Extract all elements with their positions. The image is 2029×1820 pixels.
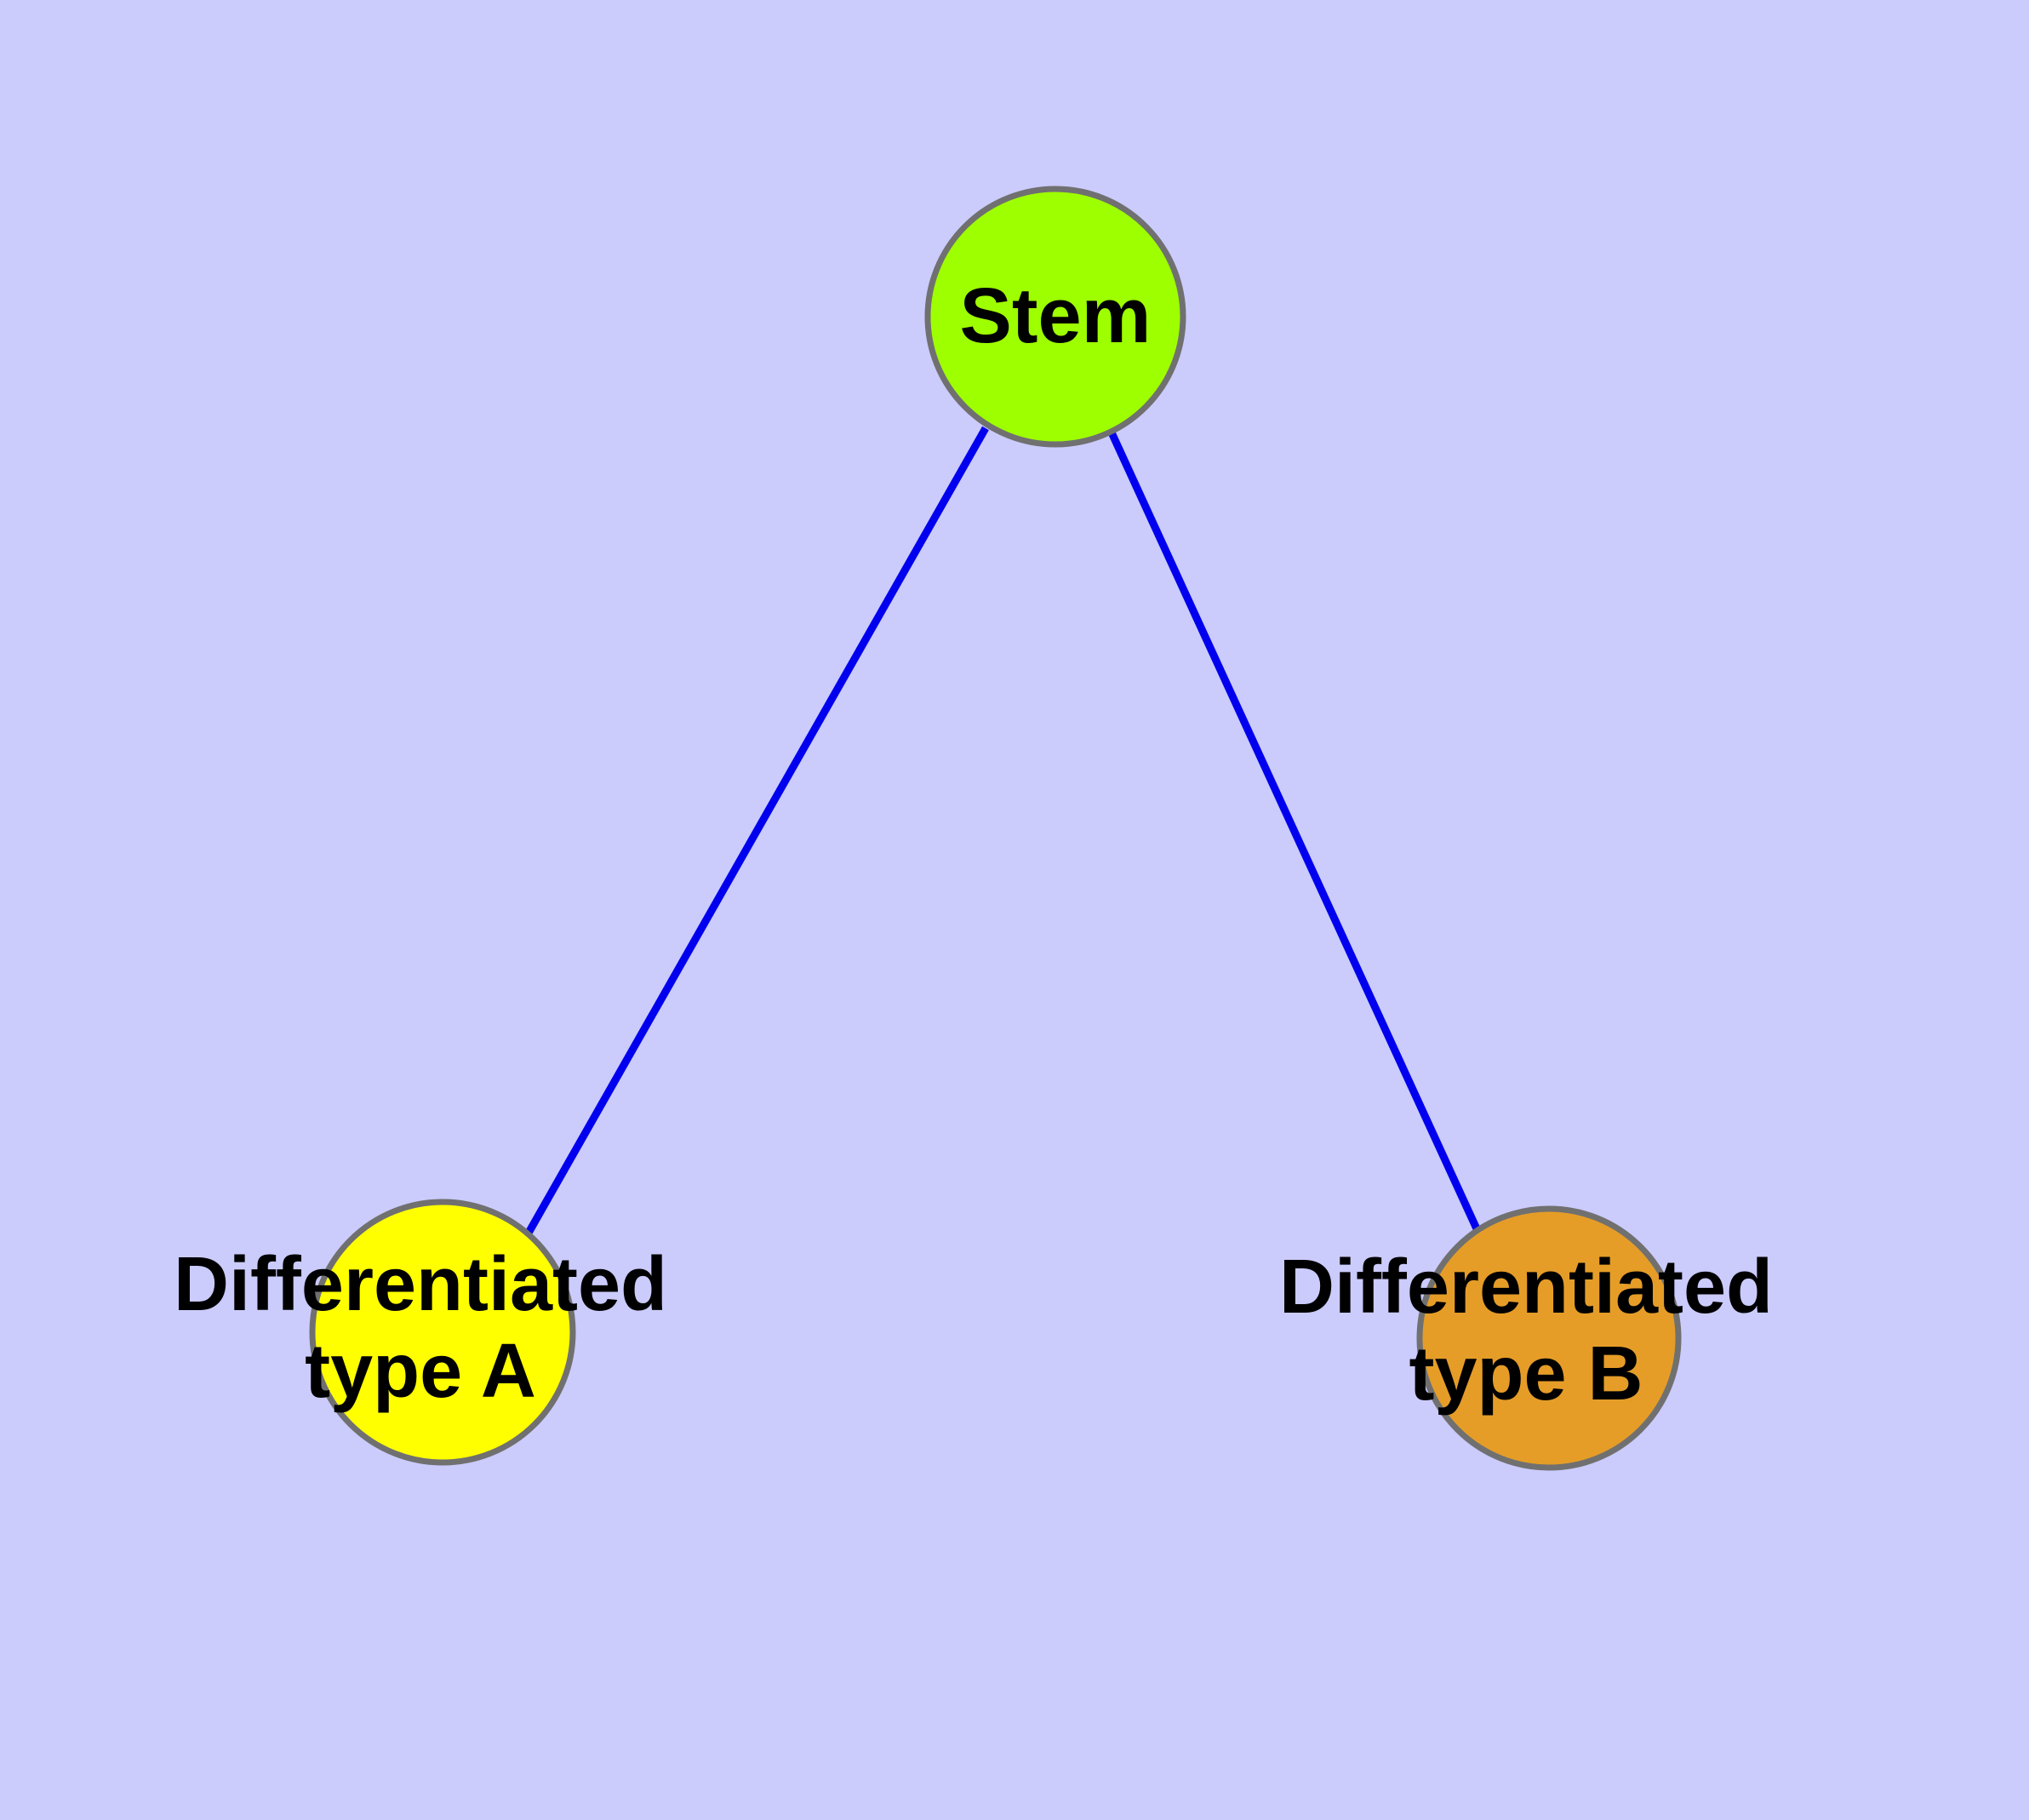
node-stem[interactable] — [924, 186, 1186, 448]
edge-stem-to-type-a[interactable] — [524, 426, 989, 1237]
node-diff-type-b[interactable] — [1416, 1205, 1682, 1471]
node-label-line: Differentiated — [1279, 1245, 1773, 1330]
edge-stem-to-type-b[interactable] — [1107, 431, 1483, 1236]
node-diff-type-a[interactable] — [309, 1199, 576, 1466]
node-label-line: type B — [1409, 1331, 1643, 1417]
node-label-stem: Stem — [960, 272, 1152, 359]
node-label-line: type A — [305, 1329, 536, 1414]
node-label-line: Differentiated — [174, 1242, 667, 1327]
nodes-group — [309, 186, 1682, 1471]
edges-group — [524, 426, 1483, 1237]
node-label-line: Stem — [960, 272, 1152, 359]
